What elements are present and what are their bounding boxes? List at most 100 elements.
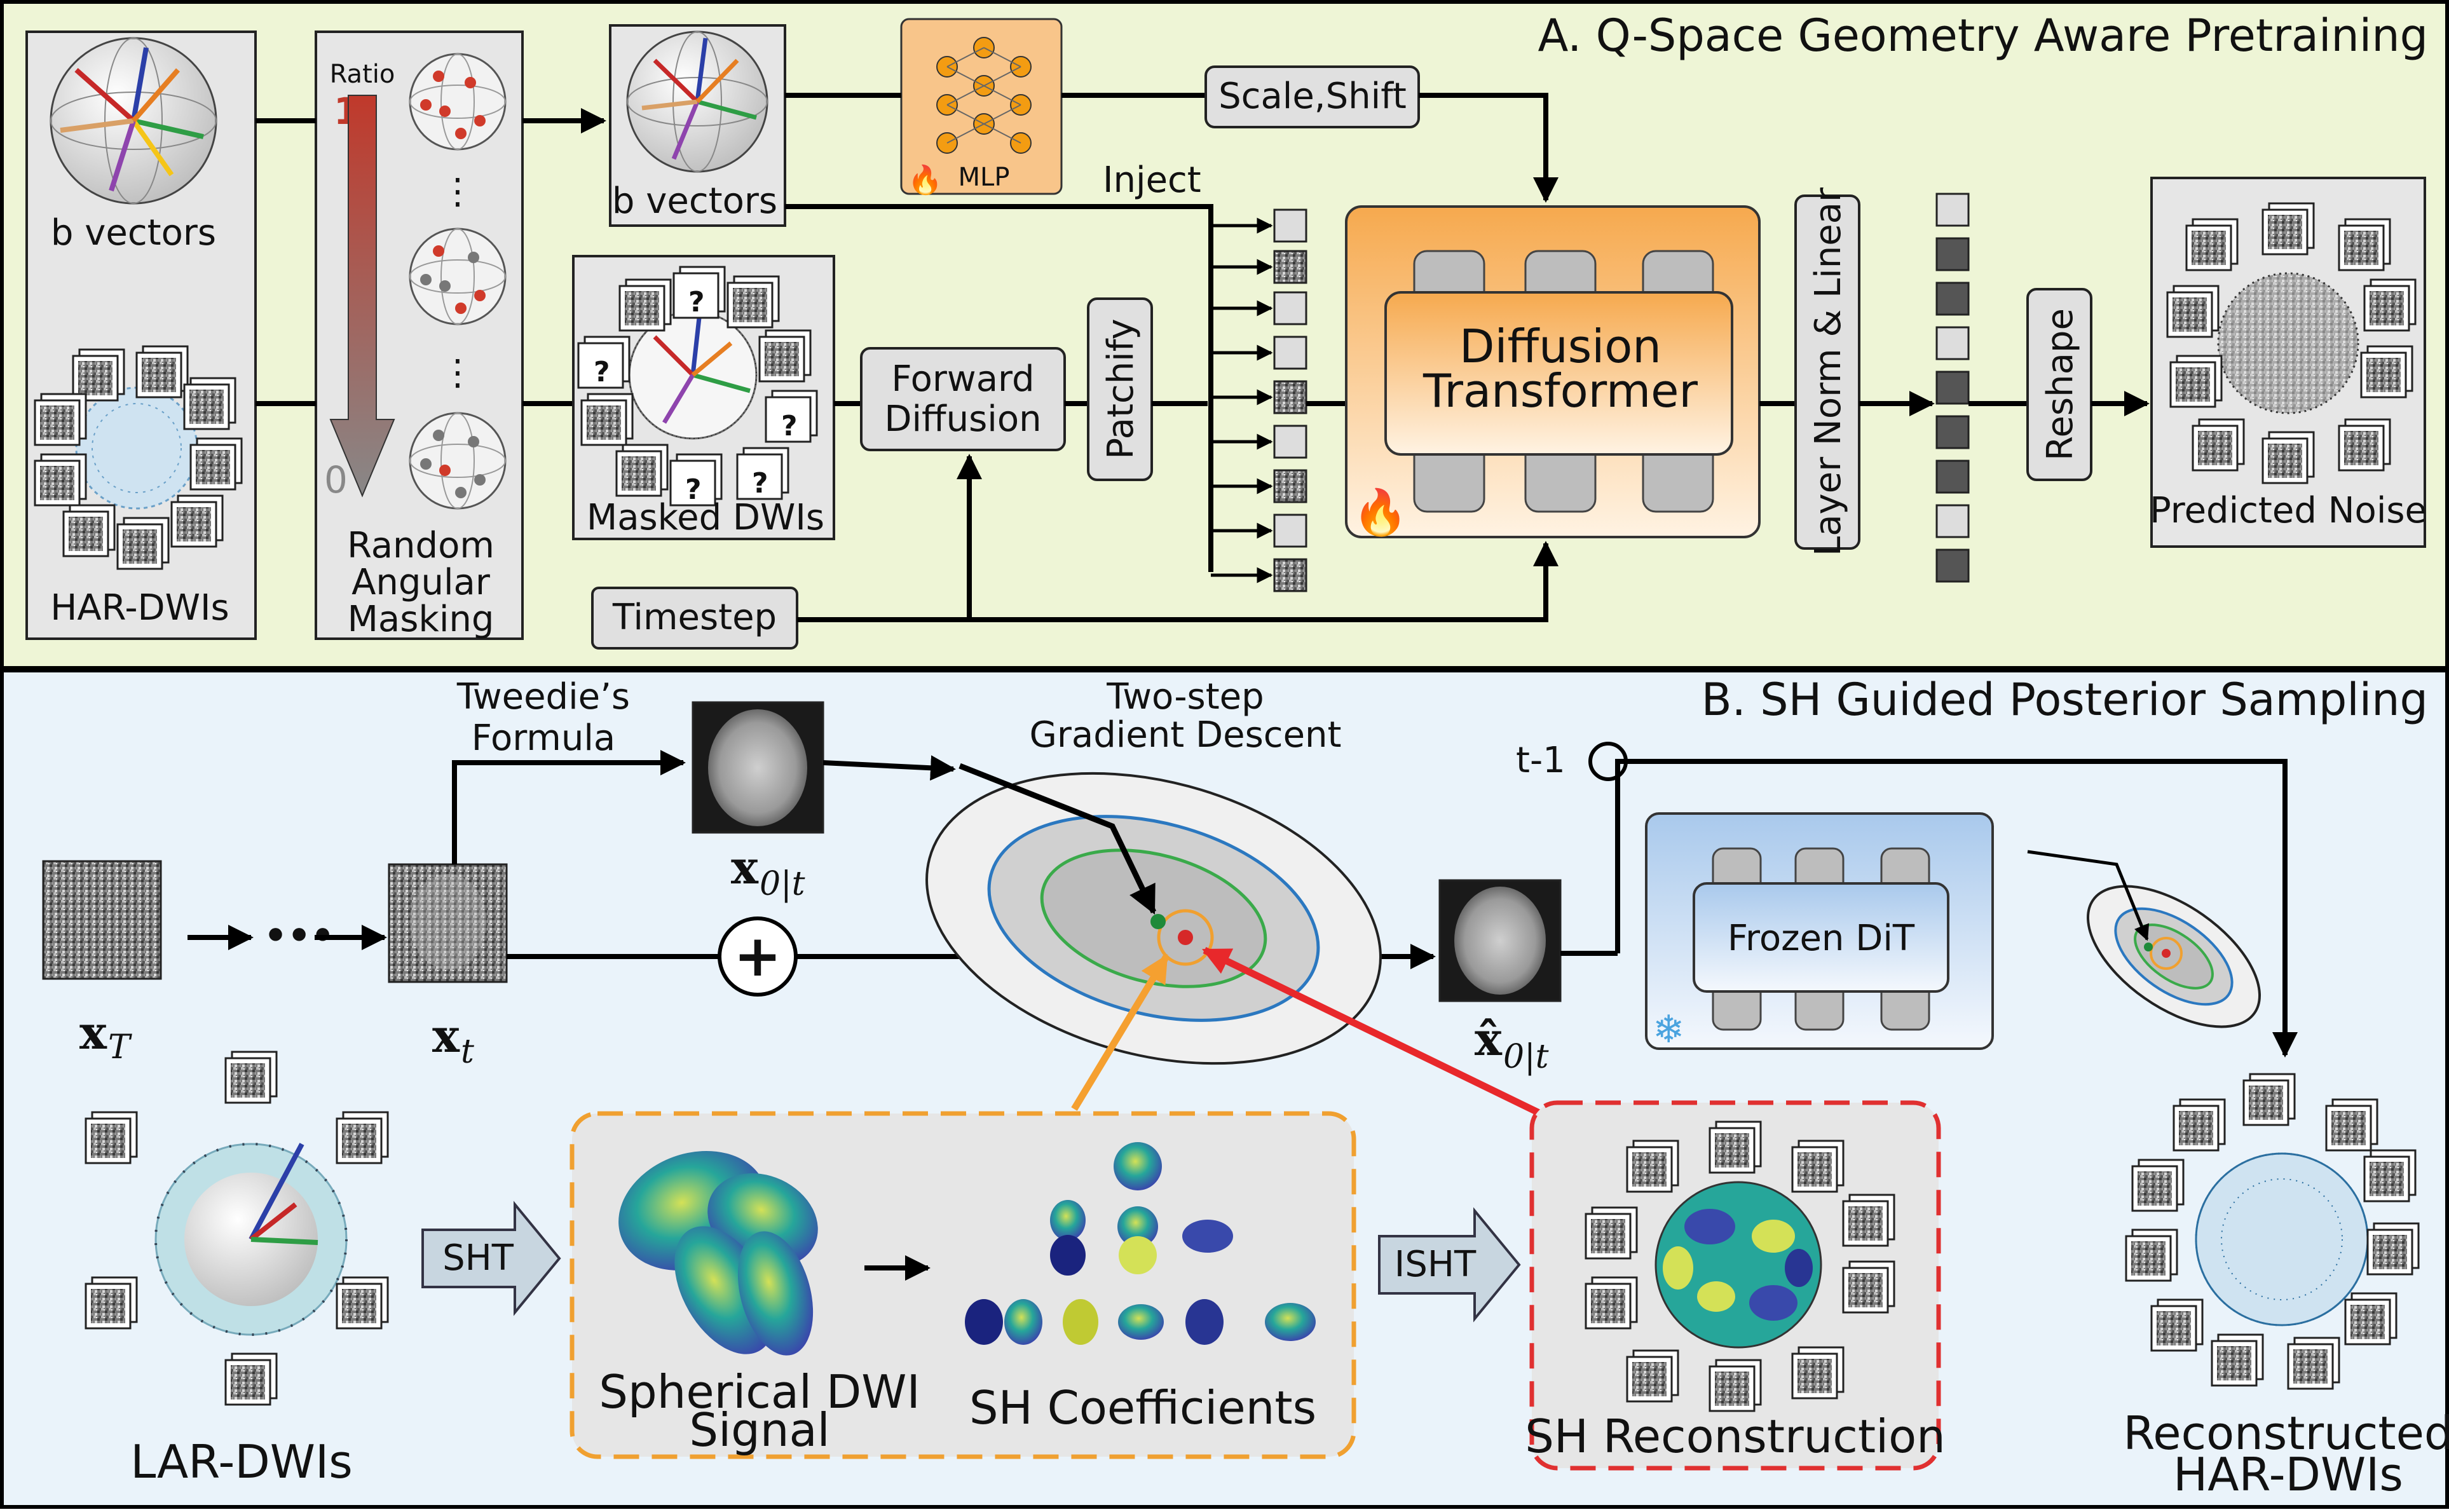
brain-icon-xhat: [1454, 887, 1546, 995]
svg-text:x̂: x̂: [1475, 1012, 1503, 1066]
reshape-label: Reshape: [2040, 308, 2081, 461]
reshape-box: [2026, 288, 2092, 481]
dit-label-line-2: Transformer: [1422, 364, 1698, 418]
input-tokens: [1273, 208, 1307, 592]
inject-label: Inject: [1103, 160, 1201, 201]
patchify-label: Patchify: [1100, 318, 1142, 459]
sh-reconstruction-label: SH Reconstruction: [1525, 1410, 1946, 1463]
mlp-network-icon: [936, 37, 1032, 154]
frozen-dit-label: Frozen DiT: [1728, 918, 1915, 959]
gradient-descent-path: [958, 763, 1157, 915]
masked-q-2: ?: [594, 356, 610, 388]
t-minus-1-label: t-1: [1516, 740, 1566, 781]
masked-dwis-label: Masked DWIs: [587, 497, 824, 538]
ellipsis-2: ⋮: [440, 352, 475, 393]
spherical-signal-icon: [618, 1150, 818, 1356]
masked-q-5: ?: [752, 467, 768, 500]
spherical-signal-line-2: Signal: [689, 1403, 829, 1457]
sh-reconstruction-icon: [1585, 1120, 1895, 1412]
output-tokens: [1935, 193, 1970, 583]
b-vectors-sphere-icon: [50, 37, 217, 205]
x-T-symbol: x T: [79, 1005, 132, 1066]
arrow-inject: [785, 204, 1213, 572]
svg-text:x: x: [432, 1009, 460, 1063]
gradient-line-2: Gradient Descent: [1030, 714, 1342, 756]
predicted-noise-icon: [2166, 202, 2417, 484]
forward-diffusion-line-2: Diffusion: [884, 398, 1041, 440]
masked-q-4: ?: [685, 473, 702, 506]
layer-norm-label: Layer Norm & Linear: [1808, 187, 1849, 556]
predicted-noise-label: Predicted Noise: [2150, 490, 2427, 531]
x-T-noise-image: [42, 860, 162, 980]
arrow-scale-to-dit: [1419, 93, 1559, 203]
dit-label-line-1: Diffusion: [1459, 320, 1661, 373]
har-dwis-ring-icon: [34, 345, 243, 570]
flame-icon-mlp: 🔥: [908, 164, 943, 196]
arrow-tweedie: [452, 750, 686, 864]
arrow-timestep-to-dit: [797, 541, 1559, 622]
gradient-contours-small: [2027, 850, 2261, 1028]
gradient-line-1: Two-step: [1106, 676, 1264, 718]
masked-sphere-icons: [409, 53, 507, 510]
timestep-label: Timestep: [612, 597, 777, 638]
x0t-symbol: x 0|t: [731, 840, 805, 903]
ratio-arrow: [329, 95, 395, 498]
tweedie-line-2: Formula: [472, 718, 615, 759]
isht-label: ISHT: [1395, 1244, 1477, 1285]
ellipsis-1: ⋮: [440, 171, 475, 212]
tweedie-line-1: Tweedie’s: [456, 676, 630, 718]
svg-text:x: x: [79, 1005, 107, 1059]
reconstructed-line-2: HAR-DWIs: [2173, 1448, 2403, 1501]
lar-dwis-label: LAR-DWIs: [130, 1435, 353, 1488]
dit-inner-box: [1384, 291, 1733, 456]
sht-arrow: [421, 1201, 561, 1316]
isht-arrow: [1378, 1207, 1521, 1323]
sh-coefficients-label: SH Coefficients: [969, 1381, 1316, 1434]
reconstructed-har-dwis-icon: [2125, 1073, 2420, 1390]
arrow-x0t-to-gradient: [822, 755, 956, 781]
forward-diffusion-line-1: Forward: [891, 358, 1034, 400]
mlp-label: MLP: [958, 163, 1010, 192]
flame-icon-dit: 🔥: [1353, 486, 1408, 538]
panel-a-title: A. Q-Space Geometry Aware Pretraining: [1538, 10, 2428, 62]
masking-label-line-3: Masking: [348, 599, 495, 640]
svg-text:x: x: [731, 840, 759, 894]
svg-text:T: T: [108, 1028, 132, 1066]
arrow-sh-coefficients-to-gradient: [1071, 954, 1170, 1111]
svg-text:0|t: 0|t: [1503, 1038, 1549, 1076]
b-vectors-sphere-icon-2: [626, 31, 768, 173]
sh-coefficients-icon: [965, 1142, 1316, 1345]
reconstructed-line-1: Reconstructed: [2123, 1406, 2449, 1460]
svg-text:t: t: [461, 1033, 474, 1071]
masked-q-3: ?: [781, 410, 798, 442]
har-dwis-label: HAR-DWIs: [50, 587, 229, 629]
svg-text:0|t: 0|t: [760, 865, 805, 903]
xhat-symbol: x̂ 0|t: [1475, 1012, 1549, 1076]
spherical-signal-line-1: Spherical DWI: [599, 1365, 920, 1419]
masking-label-line-2: Angular: [351, 562, 491, 603]
b-vectors-label-2: b vectors: [612, 180, 777, 222]
plus-symbol: +: [733, 923, 781, 990]
scale-shift-label: Scale,Shift: [1218, 76, 1407, 117]
frozen-dit-inner: [1693, 882, 1949, 993]
token-arrows: [1211, 217, 1273, 583]
sht-label: SHT: [442, 1237, 514, 1279]
patchify-box: [1087, 297, 1153, 481]
arrow-loop: [1615, 759, 2298, 1058]
forward-diffusion-box: [860, 347, 1066, 451]
ratio-label: Ratio: [330, 60, 395, 89]
x-t-image: [388, 863, 508, 983]
ratio-min-label: 0: [324, 458, 348, 501]
x-t-symbol: x t: [432, 1009, 474, 1071]
masked-dwis-icon: [577, 266, 818, 507]
panel-b-title: B. SH Guided Posterior Sampling: [1702, 674, 2428, 726]
masking-label-line-1: Random: [347, 525, 495, 566]
lar-dwis-icon: [85, 1051, 389, 1406]
b-vectors-label: b vectors: [51, 212, 216, 254]
brain-icon-x0t: [708, 709, 807, 826]
arrow-sh-reconstruction-to-gradient: [1202, 947, 1553, 1122]
masked-q-1: ?: [688, 286, 705, 318]
layer-norm-box: [1794, 194, 1860, 550]
snowflake-icon: ❄: [1653, 1007, 1684, 1052]
